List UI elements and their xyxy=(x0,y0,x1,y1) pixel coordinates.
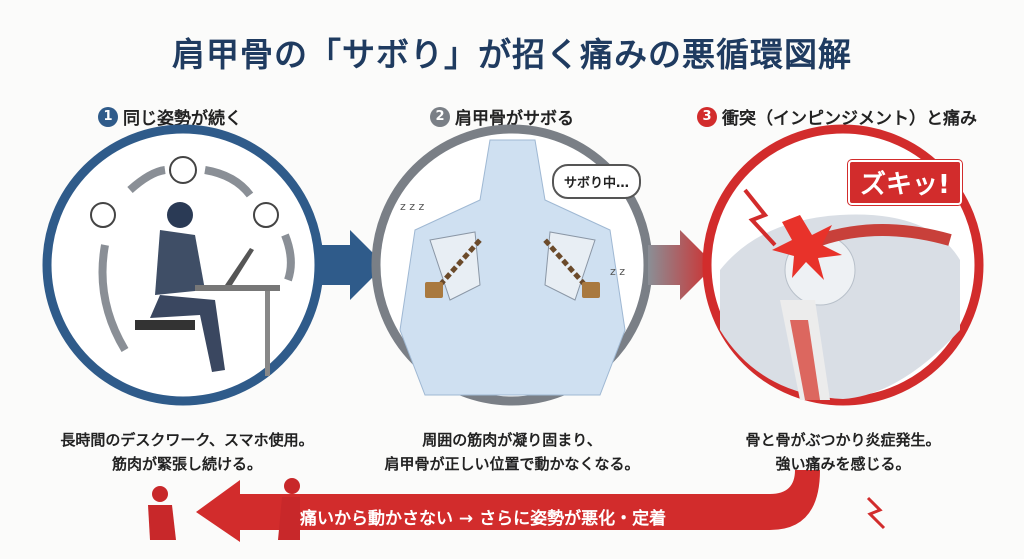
speech-bubble: サボり中… xyxy=(552,164,642,199)
desc-line: 骨と骨がぶつかり炎症発生。 xyxy=(745,431,941,449)
desc-line: 肩甲骨が正しい位置で動かなくなる。 xyxy=(384,455,640,473)
svg-text:z z z: z z z xyxy=(400,200,425,213)
vicious-cycle-arrow xyxy=(148,470,886,542)
desc-line: 筋肉が緊張し続ける。 xyxy=(111,455,262,473)
lightning-icon xyxy=(743,188,777,247)
desc-line: 長時間のデスクワーク、スマホ使用。 xyxy=(60,431,314,449)
padlock-icon xyxy=(582,282,600,298)
step-3-header: 3 衝突（インピンジメント）と痛み xyxy=(697,104,977,129)
step-1-header: 1 同じ姿勢が続く xyxy=(98,104,242,129)
arrow-right-icon xyxy=(648,230,715,300)
desk-work-illustration xyxy=(42,124,324,406)
step-number-badge: 3 xyxy=(697,106,717,127)
clock-icon xyxy=(90,156,279,228)
step-2-label: 肩甲骨がサボる xyxy=(455,109,574,129)
pain-burst-icon xyxy=(772,215,842,280)
page-title: 肩甲骨の「サボり」が招く痛みの悪循環図解 xyxy=(172,35,852,74)
step-2-header: 2 肩甲骨がサボる xyxy=(430,104,574,129)
step-2-description: 周囲の筋肉が凝り固まり、 肩甲骨が正しい位置で動かなくなる。 xyxy=(347,428,677,476)
step-1-label: 同じ姿勢が続く xyxy=(123,109,242,129)
desc-line: 周囲の筋肉が凝り固まり、 xyxy=(422,431,602,449)
lightning-icon xyxy=(866,496,886,530)
step-3-description: 骨と骨がぶつかり炎症発生。 強い痛みを感じる。 xyxy=(678,428,1008,476)
loop-text: 痛いから動かさない → さらに姿勢が悪化・定着 xyxy=(300,509,667,529)
padlock-icon xyxy=(425,282,443,298)
step-1-description: 長時間のデスクワーク、スマホ使用。 筋肉が緊張し続ける。 xyxy=(22,428,352,476)
person-head xyxy=(167,202,193,228)
svg-text:z z: z z xyxy=(610,265,625,278)
chain-icon xyxy=(438,238,587,287)
step-number-badge: 1 xyxy=(98,106,118,127)
pained-person-icon xyxy=(148,478,300,540)
pain-badge: ズキッ! xyxy=(848,160,962,205)
desc-line: 強い痛みを感じる。 xyxy=(775,455,911,473)
step-number-badge: 2 xyxy=(430,106,450,127)
step-3-label: 衝突（インピンジメント）と痛み xyxy=(722,109,977,129)
arrow-right-icon xyxy=(315,230,385,300)
